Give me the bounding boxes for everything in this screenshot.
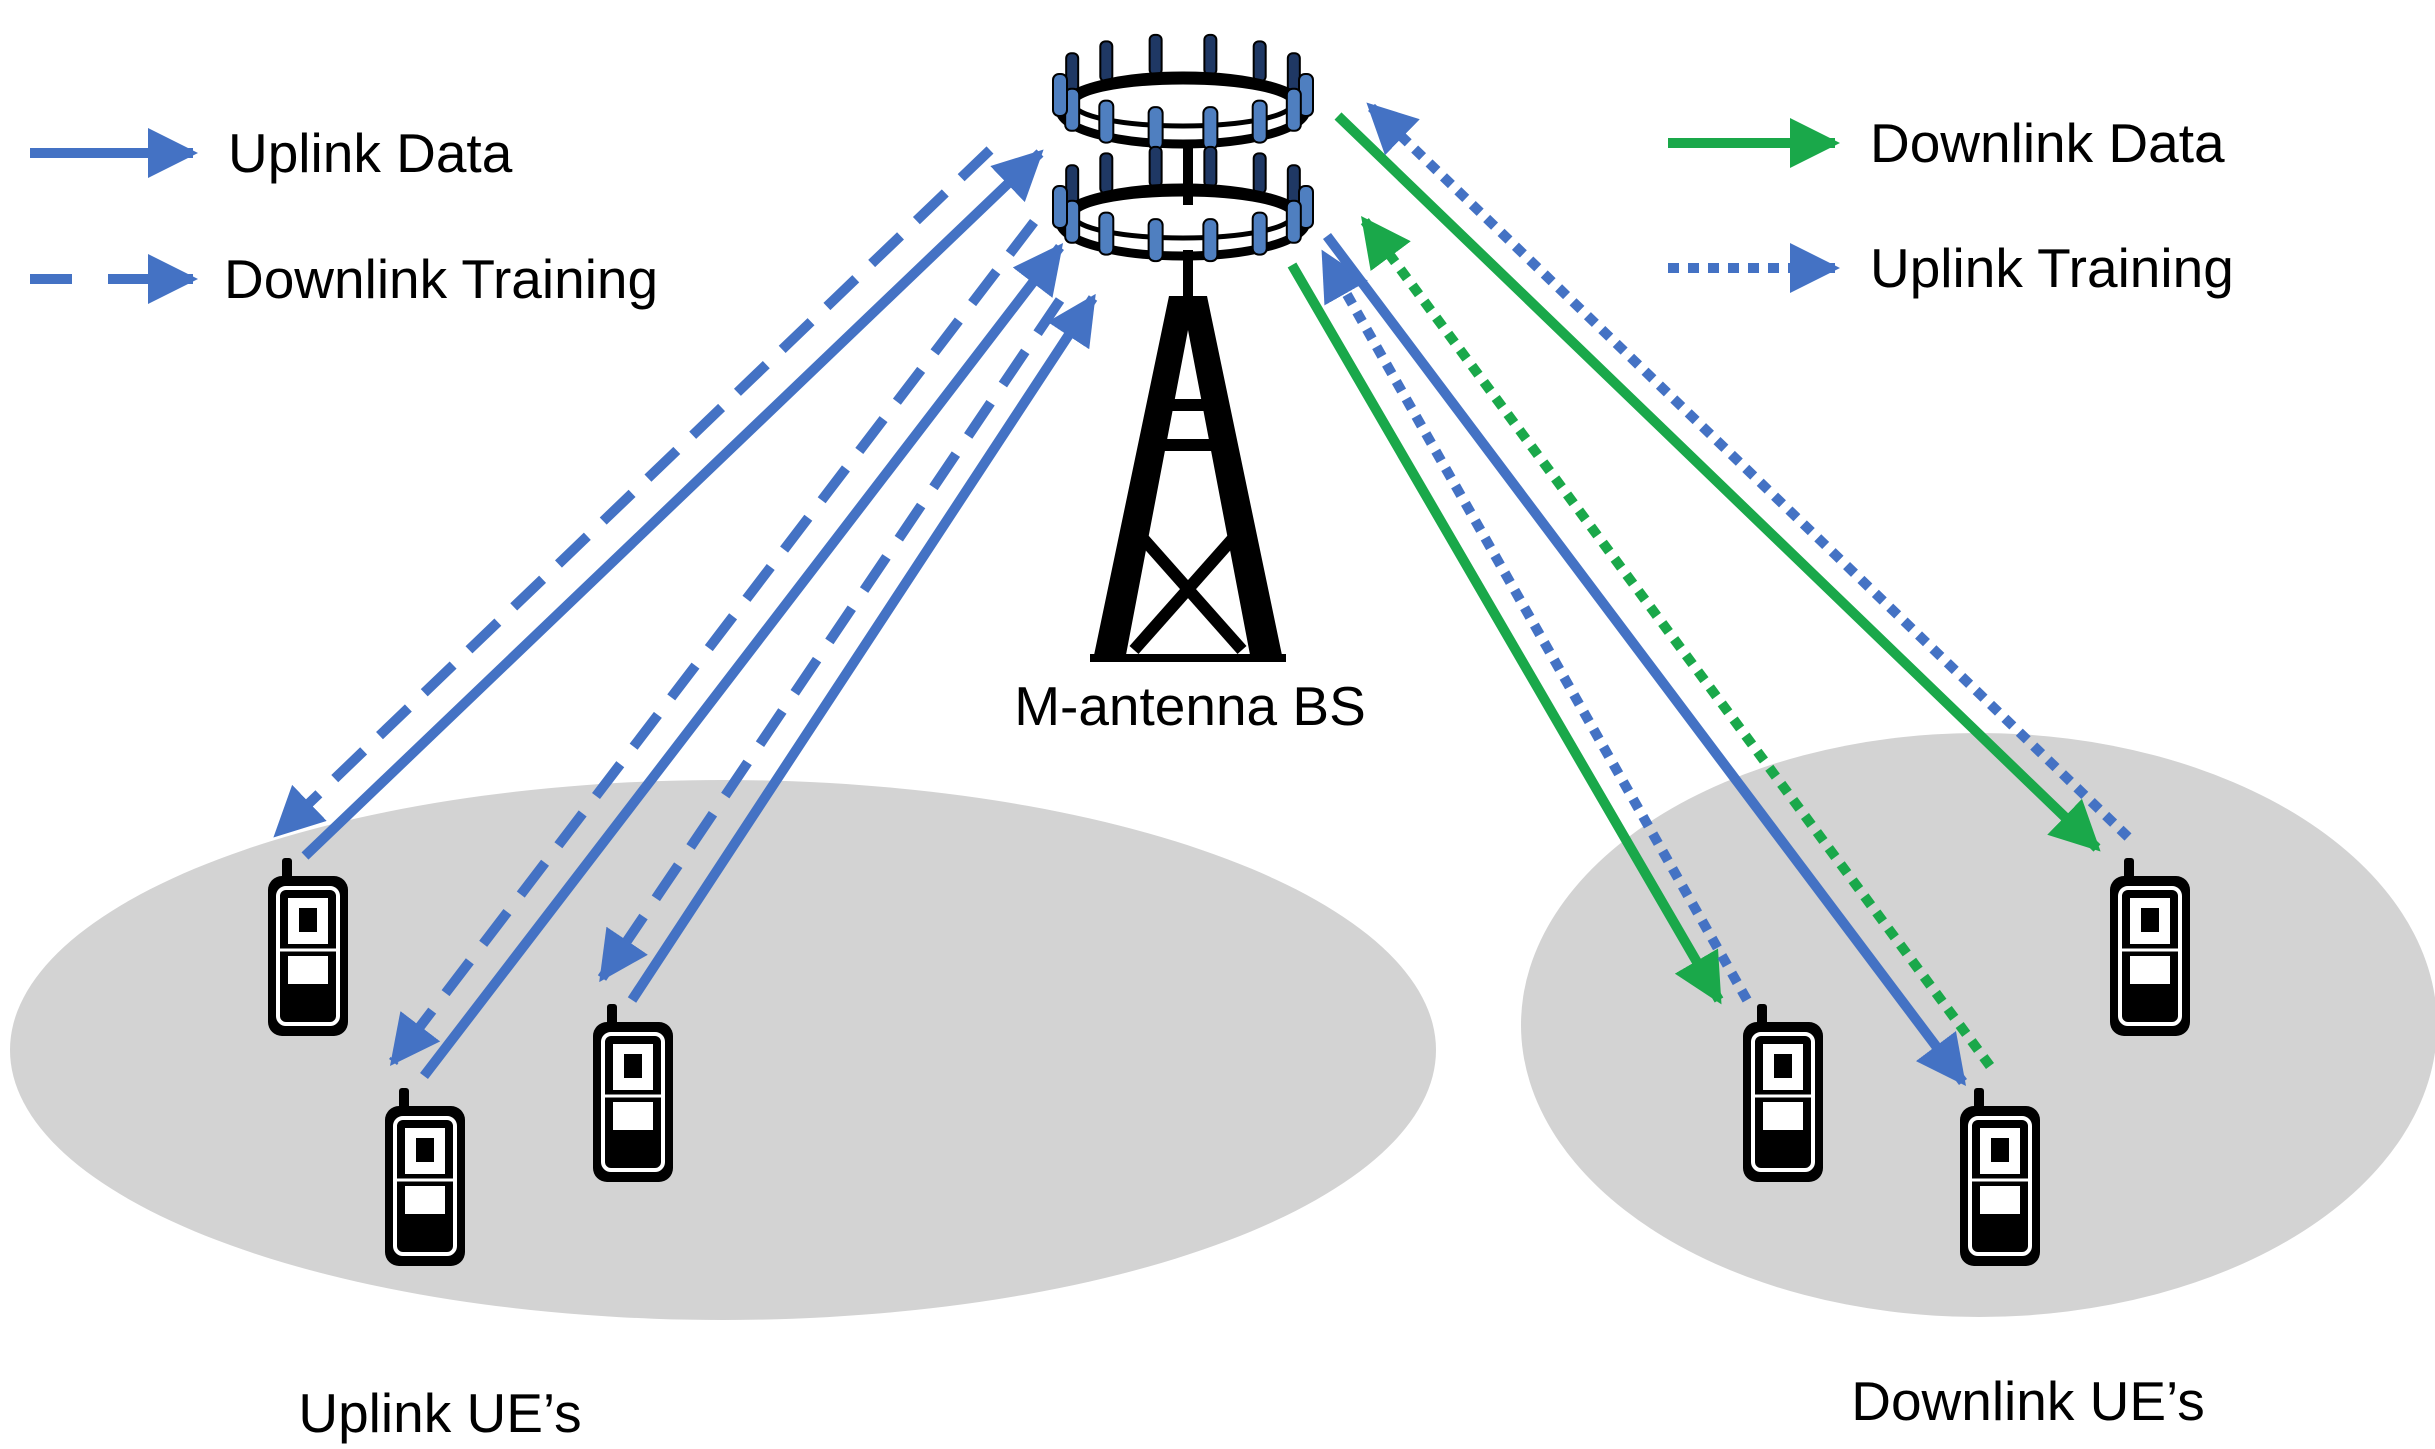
legend-downlink-training: Downlink Training [224,248,658,310]
mobile-phone-icon [2108,856,2192,1038]
legend-left: Uplink Data Downlink Training [30,122,658,310]
antenna-element [1252,152,1267,195]
uplink-ues-label: Uplink UE’s [298,1382,581,1444]
antenna-element [1098,99,1115,144]
antenna-element [1147,218,1164,263]
antenna-array-icon [1052,33,1314,263]
uplink-data-arrow [301,149,1044,860]
legend-downlink-data: Downlink Data [1870,112,2225,174]
antenna-element [1148,33,1163,76]
antenna-element [1147,106,1164,151]
base-station-label: M-antenna BS [1014,675,1366,737]
antenna-element [1202,218,1219,263]
antenna-element [1251,211,1268,256]
base-station: M-antenna BS [1014,33,1366,737]
downlink-training-arrow [597,297,1065,983]
antenna-element [1203,33,1218,76]
antenna-element [1052,73,1068,117]
uplink-training-arrow [1319,249,1752,1003]
uplink-training-arrow [1359,215,1995,1069]
antenna-element [1052,185,1068,229]
downlink-links [1287,102,2132,1086]
antenna-element [1251,99,1268,144]
mobile-phone-icon [383,1086,467,1268]
downlink-training-arrow [389,218,1038,1066]
antenna-element [1055,71,1311,149]
downlink-data-arrow [1334,112,2101,852]
antenna-element [1099,152,1114,195]
antenna-element [1285,87,1302,132]
uplink-data-arrow [627,293,1098,1003]
downlink-data-arrow [1287,262,1724,1005]
antenna-element [1099,40,1114,83]
uplink-data-arrow [1323,232,1967,1086]
uplink-links [273,146,1098,1080]
downlink-ues-label: Downlink UE’s [1851,1370,2205,1432]
antenna-element [1285,199,1302,244]
legend-uplink-training: Uplink Training [1870,237,2234,299]
downlink-training-arrow [273,146,994,838]
uplink-training-arrow [1366,102,2132,841]
uplink-data-arrow [420,243,1064,1080]
mobile-phone-icon [1958,1086,2042,1268]
antenna-element [1203,145,1218,188]
antenna-element [1148,145,1163,188]
mobile-phone-icon [591,1002,675,1184]
legend-right: Downlink Data Uplink Training [1668,112,2234,299]
uplink-ue-area [10,780,1436,1320]
antenna-element [1202,106,1219,151]
antenna-element [1098,211,1115,256]
antenna-element [1252,40,1267,83]
legend-uplink-data: Uplink Data [228,122,513,184]
mobile-phone-icon [1741,1002,1825,1184]
mobile-phone-icon [266,856,350,1038]
